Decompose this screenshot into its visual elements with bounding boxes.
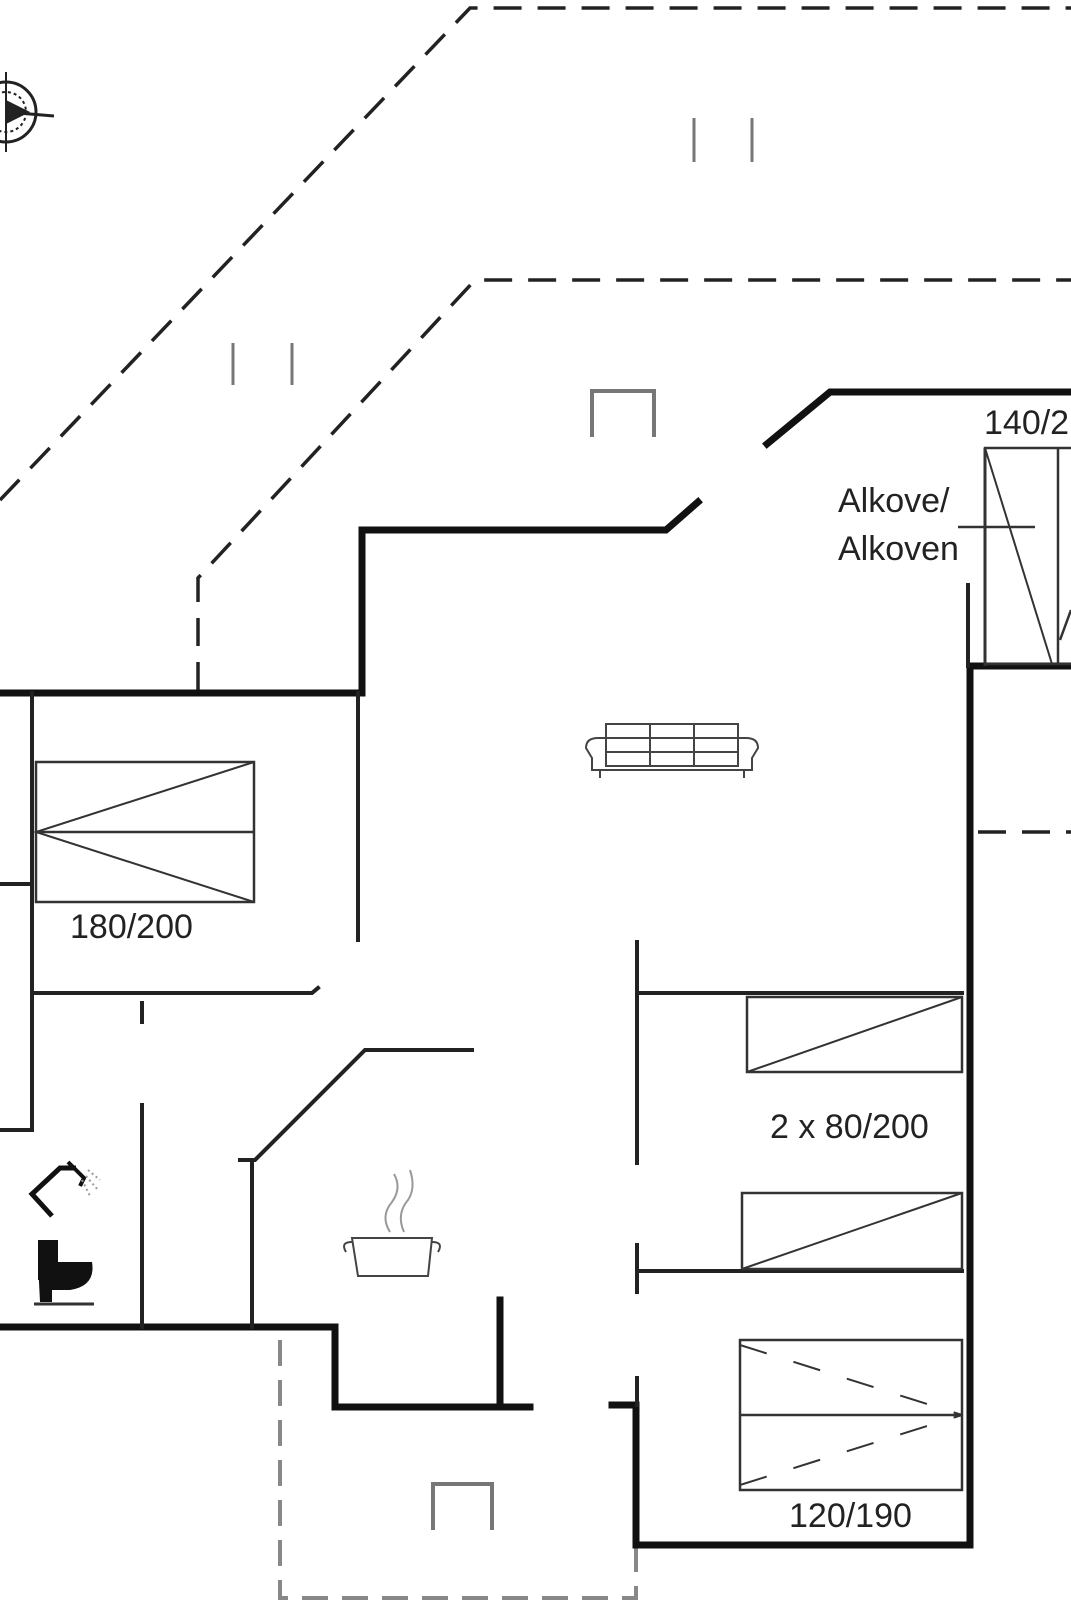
exterior-walls [0, 388, 1071, 1549]
alcove-label-line1: Alkove/ [838, 482, 950, 520]
bed-twin-label: 2 x 80/200 [770, 1108, 929, 1146]
bed-alcove [958, 446, 1071, 666]
bed-master [32, 760, 256, 904]
room-labels: 180/200 2 x 80/200 120/190 140/2 Alkove/… [70, 404, 1069, 1535]
alcove-label-line2: Alkoven [838, 530, 959, 568]
toilet-icon [34, 1240, 94, 1306]
terrace-outline [0, 6, 1071, 1600]
bed-small-label: 120/190 [789, 1497, 912, 1535]
sofa-icon [584, 723, 760, 778]
cooking-pot-icon [343, 1169, 441, 1277]
bed-alcove-label: 140/2 [984, 404, 1069, 442]
fireplace-icon [590, 389, 656, 437]
compass-rose-icon [0, 72, 55, 152]
bed-small [738, 1338, 964, 1492]
bed-master-label: 180/200 [70, 908, 193, 946]
shower-icon [28, 1160, 101, 1218]
fireplace-icon [431, 1482, 494, 1530]
bed-twin-lower [740, 1191, 964, 1271]
roof-markers [231, 118, 754, 385]
bed-twin-upper [745, 995, 964, 1074]
